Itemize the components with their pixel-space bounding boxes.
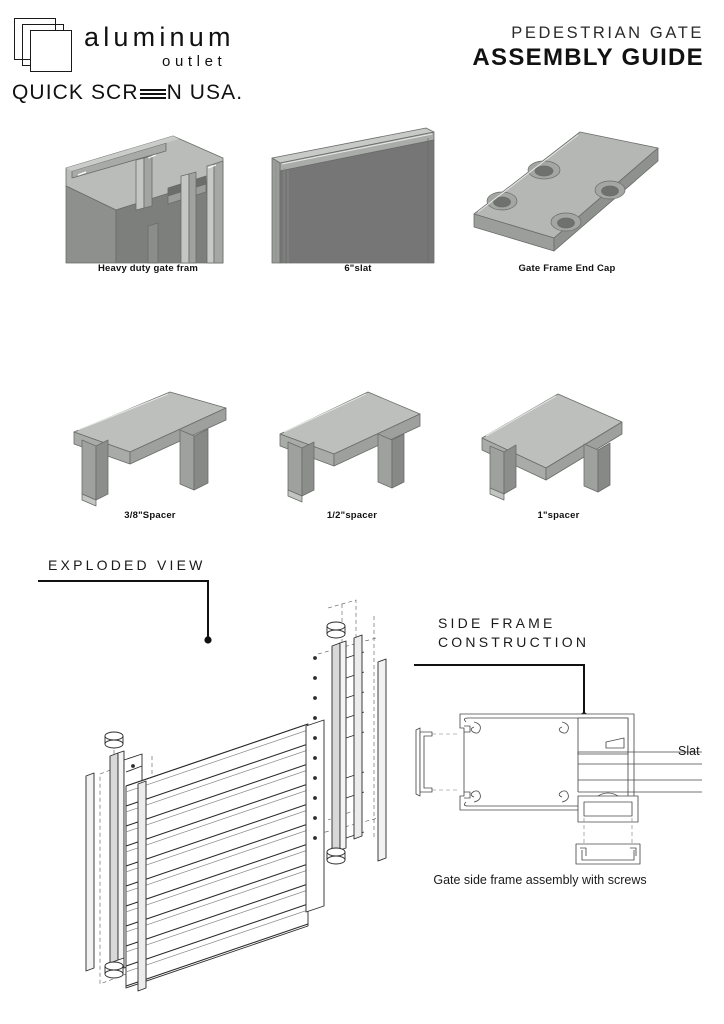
page-title: ASSEMBLY GUIDE xyxy=(472,44,704,72)
document-subtitle: PEDESTRIAN GATE xyxy=(511,24,704,42)
page-header: aluminum outlet QUICK SCR N USA. PEDESTRI… xyxy=(0,0,724,110)
part-card-slat: 6"slat xyxy=(258,118,458,278)
section-heading: EXPLODED VIEW xyxy=(48,557,206,573)
section-heading: SIDE FRAME CONSTRUCTION xyxy=(438,615,590,650)
overlapping-squares-icon xyxy=(12,18,78,74)
brand-tagline: QUICK SCR N USA. xyxy=(12,82,243,103)
screen-bars-icon xyxy=(139,88,166,100)
tagline-pre: QUICK SCR xyxy=(12,81,139,104)
document-title-block: PEDESTRIAN GATE ASSEMBLY GUIDE xyxy=(472,22,704,73)
part-card-spacer-1: 1"spacer xyxy=(466,382,651,532)
part-label: 1/2"spacer xyxy=(326,510,378,521)
company-logo: aluminum outlet QUICK SCR N USA. xyxy=(12,10,262,105)
exploded-view-diagram xyxy=(85,599,387,992)
gate-frame-extrusion-illustration xyxy=(65,135,224,264)
end-cap-plate-illustration xyxy=(473,131,659,252)
part-label: Heavy duty gate fram xyxy=(97,263,199,274)
part-card-gate-frame: Heavy duty gate fram xyxy=(48,118,248,278)
part-card-spacer-38: 3/8"Spacer xyxy=(60,382,240,532)
side-frame-caption: Gate side frame assembly with screws xyxy=(433,873,647,887)
part-label: 6"slat xyxy=(344,263,372,274)
spacer-channel-illustration xyxy=(73,391,227,507)
brand-name-primary: aluminum xyxy=(84,22,235,52)
side-frame-heading-block: SIDE FRAME CONSTRUCTION xyxy=(438,614,698,652)
slat-panel-illustration xyxy=(271,127,435,264)
part-label: 1"spacer xyxy=(537,510,580,521)
spacer-channel-illustration xyxy=(279,391,421,503)
exploded-view-heading-block: EXPLODED VIEW xyxy=(48,556,308,575)
part-label: Gate Frame End Cap xyxy=(518,263,616,274)
spacer-channel-illustration xyxy=(481,393,623,501)
part-card-end-cap: Gate Frame End Cap xyxy=(462,118,672,278)
exploded-view-leader-line xyxy=(38,580,212,644)
part-card-spacer-12: 1/2"spacer xyxy=(262,382,442,532)
brand-name-secondary: outlet xyxy=(162,53,227,70)
slat-callout-label: Slat xyxy=(678,744,700,758)
tagline-post: N USA. xyxy=(166,81,244,104)
part-label: 3/8"Spacer xyxy=(124,510,176,521)
side-frame-cross-section-diagram xyxy=(415,713,702,865)
